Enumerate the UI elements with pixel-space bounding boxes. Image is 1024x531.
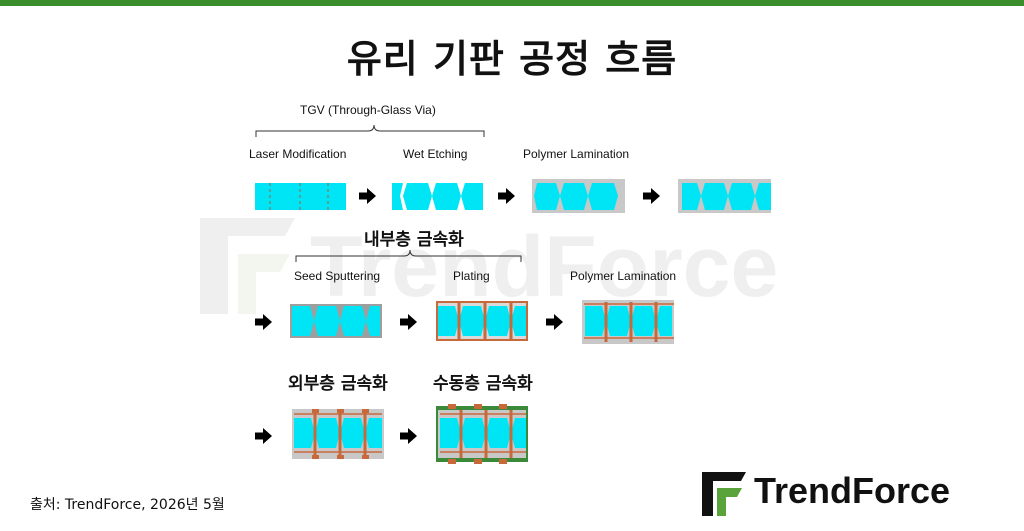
glass-wet-etched <box>392 183 483 210</box>
page-title: 유리 기판 공정 흐름 <box>346 37 678 81</box>
arrow-icon <box>255 428 272 444</box>
passive-metallization-header: 수동층 금속화 <box>433 374 533 394</box>
brand-logo: TrendForce <box>700 468 1000 518</box>
inner-metallization-bracket <box>295 249 522 262</box>
watermark-logo-icon <box>200 218 295 314</box>
glass-polymer-laminated-1 <box>532 179 625 213</box>
tgv-label: TGV (Through-Glass Via) <box>300 103 436 117</box>
step-seed-sputtering: Seed Sputtering <box>294 269 381 283</box>
glass-polymer-laminated-2 <box>582 300 674 344</box>
arrow-icon <box>255 314 272 330</box>
step-laser-modification: Laser Modification <box>249 147 347 161</box>
arrow-icon <box>643 188 660 204</box>
arrow-icon <box>359 188 376 204</box>
arrow-icon <box>546 314 563 330</box>
trendforce-logo-icon <box>702 472 746 516</box>
step-polymer-lamination-2: Polymer Lamination <box>570 269 677 283</box>
tgv-bracket <box>255 124 485 137</box>
glass-laser-modified <box>255 183 346 210</box>
source-citation: 출처: TrendForce, 2026년 5월 <box>30 497 225 513</box>
top-accent-bar <box>0 0 1024 6</box>
watermark-text: TrendForce <box>310 219 779 315</box>
arrow-icon <box>400 314 417 330</box>
step-plating: Plating <box>453 269 490 283</box>
glass-outer-metallized <box>292 409 384 459</box>
arrow-icon <box>400 428 417 444</box>
outer-metallization-header: 외부층 금속화 <box>288 374 388 394</box>
glass-seed-sputtered <box>290 304 382 338</box>
glass-passive-metallized <box>436 404 528 464</box>
step-polymer-lamination-1: Polymer Lamination <box>523 147 630 161</box>
glass-polymer-trimmed <box>678 179 771 213</box>
step-wet-etching: Wet Etching <box>403 147 468 161</box>
brand-name: TrendForce <box>754 470 951 511</box>
inner-metallization-header: 내부층 금속화 <box>364 230 464 250</box>
arrow-icon <box>498 188 515 204</box>
glass-plated <box>436 301 528 341</box>
watermark: TrendForce <box>200 218 840 315</box>
